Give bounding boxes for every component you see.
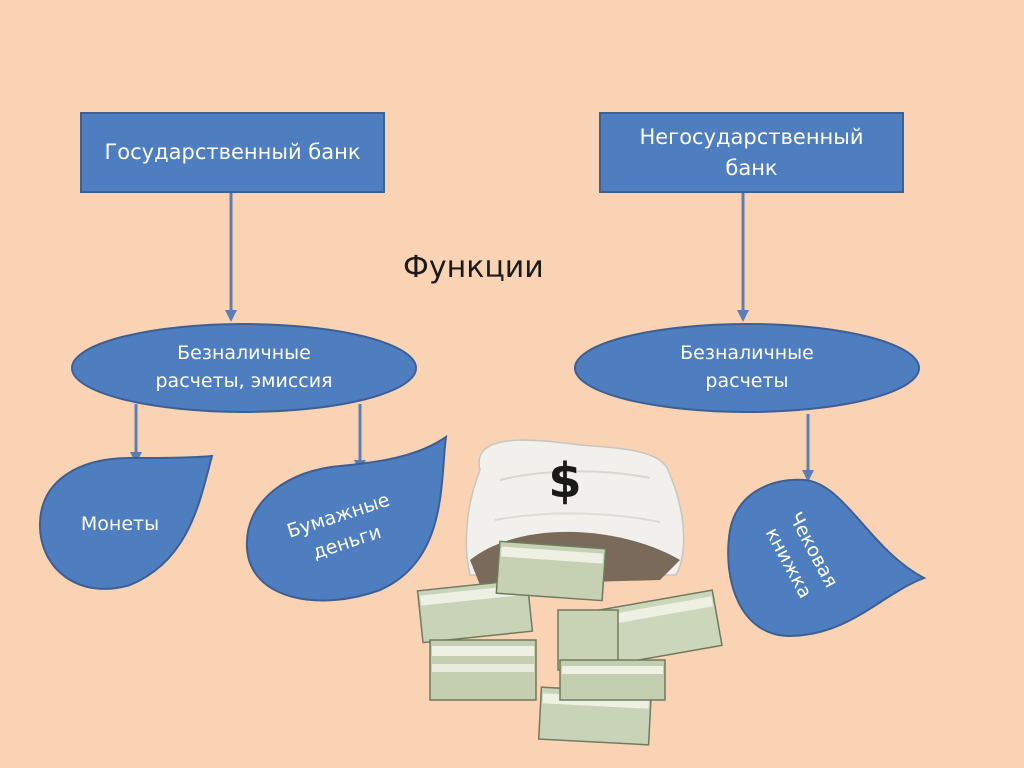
- left-ellipse-line2: расчеты, эмиссия: [155, 370, 333, 392]
- teardrop-checkbook: [727, 478, 927, 638]
- nonstate-bank-box: Негосударственный банк: [599, 112, 904, 193]
- teardrop-paper-money: [245, 434, 448, 602]
- right-ellipse-line1: Безналичные: [680, 342, 814, 365]
- coins-label: Монеты: [80, 513, 160, 536]
- right-ellipse-line2: расчеты: [705, 370, 789, 392]
- state-bank-label: Государственный банк: [104, 140, 361, 165]
- left-ellipse-line1: Безналичные: [177, 342, 311, 365]
- ellipse-left: [71, 323, 417, 413]
- ellipse-right: [574, 323, 920, 413]
- money-bag-icon: $: [416, 439, 723, 746]
- functions-title: Функции: [403, 250, 544, 285]
- nonstate-bank-label-line1: Негосударственный: [639, 125, 864, 150]
- dollar-symbol: $: [548, 453, 581, 509]
- money-stacks: [416, 540, 723, 746]
- nonstate-bank-label-line2: банк: [725, 155, 778, 180]
- state-bank-box: Государственный банк: [80, 112, 385, 193]
- left-ellipse-label: Безналичные расчеты, эмиссия: [94, 336, 394, 400]
- teardrop-coins: [38, 454, 214, 590]
- right-ellipse-label: Безналичные расчеты: [597, 336, 897, 400]
